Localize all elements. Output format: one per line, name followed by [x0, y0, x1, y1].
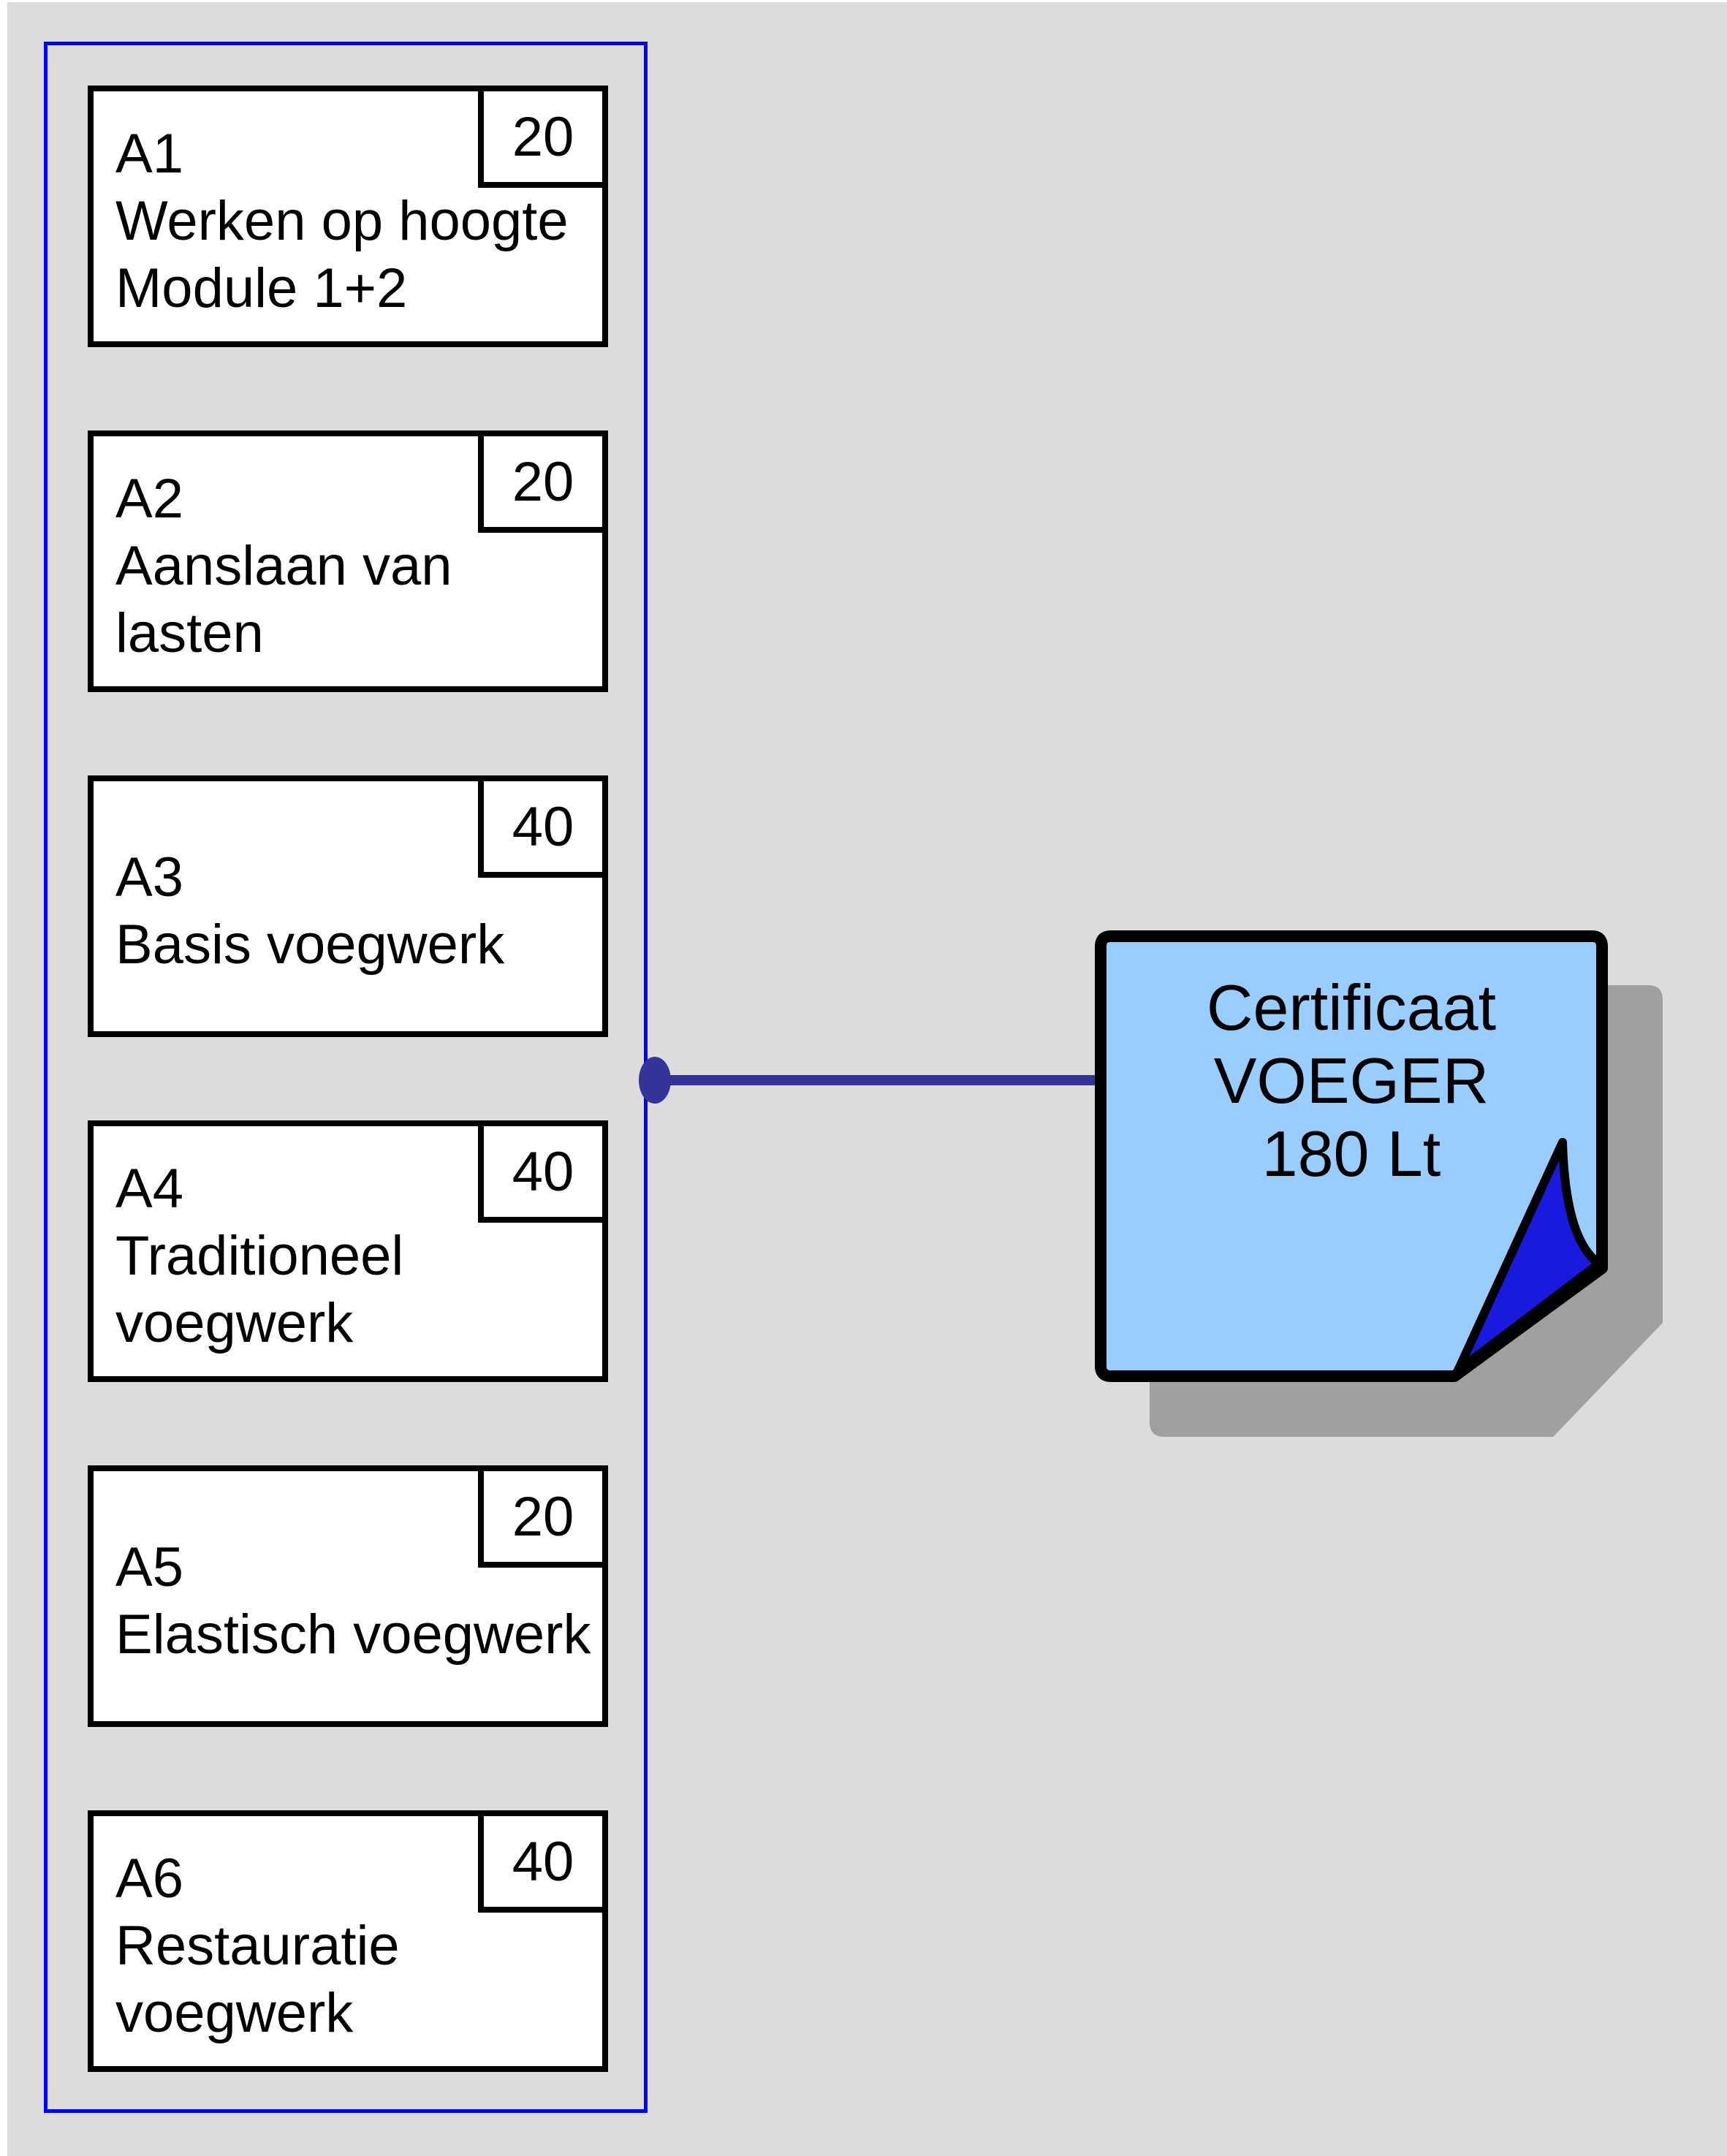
module-id: A3 [115, 846, 183, 908]
module-card-a1: 20 A1 Werken op hoogte Module 1+2 [88, 86, 608, 347]
module-title-line: Aanslaan van [115, 535, 452, 597]
module-id: A4 [115, 1158, 183, 1220]
module-title-line: Module 1+2 [115, 257, 408, 319]
hours-badge: 20 [478, 1465, 608, 1568]
hours-badge: 40 [478, 1810, 608, 1913]
module-text: A2 Aanslaan van lasten [94, 436, 602, 686]
module-id: A1 [115, 123, 183, 185]
diagram-canvas: 20 A1 Werken op hoogte Module 1+2 20 A2 … [7, 2, 1727, 2156]
module-title-line: voegwerk [115, 1982, 354, 2044]
hours-value: 40 [512, 1140, 574, 1203]
hours-badge: 20 [478, 86, 608, 188]
module-title-line: Basis voegwerk [115, 914, 505, 976]
module-title-line: Werken op hoogte [115, 190, 569, 252]
connector-line [650, 1075, 1107, 1085]
note-body [1095, 930, 1608, 1382]
module-text: A5 Elastisch voegwerk [94, 1471, 602, 1721]
hours-badge: 20 [478, 430, 608, 533]
module-text: A6 Restauratie voegwerk [94, 1816, 602, 2066]
module-text: A3 Basis voegwerk [94, 781, 602, 1031]
hours-value: 20 [512, 450, 574, 513]
connector-junction-dot [639, 1057, 671, 1104]
module-card-a2: 20 A2 Aanslaan van lasten [88, 430, 608, 692]
module-title-line: voegwerk [115, 1292, 354, 1354]
hours-value: 20 [512, 1485, 574, 1548]
hours-badge: 40 [478, 775, 608, 878]
module-id: A6 [115, 1848, 183, 1910]
certificate-note [1095, 930, 1663, 1437]
module-card-a3: 40 A3 Basis voegwerk [88, 775, 608, 1037]
hours-value: 40 [512, 795, 574, 858]
hours-value: 40 [512, 1830, 574, 1893]
module-id: A2 [115, 468, 183, 530]
module-title-line: Restauratie [115, 1915, 400, 1977]
hours-value: 20 [512, 105, 574, 168]
certificate-label: Certificaat VOEGER 180 Lt [1104, 945, 1599, 1191]
modules-panel: 20 A1 Werken op hoogte Module 1+2 20 A2 … [44, 42, 648, 2113]
module-text: A4 Traditioneel voegwerk [94, 1126, 602, 1376]
folded-corner [1454, 1138, 1603, 1375]
certificate-line: VOEGER [1213, 1044, 1489, 1117]
module-title-line: lasten [115, 602, 264, 664]
module-card-a5: 20 A5 Elastisch voegwerk [88, 1465, 608, 1727]
module-card-a4: 40 A4 Traditioneel voegwerk [88, 1120, 608, 1382]
module-id: A5 [115, 1536, 183, 1598]
hours-badge: 40 [478, 1120, 608, 1223]
module-card-a6: 40 A6 Restauratie voegwerk [88, 1810, 608, 2072]
module-text: A1 Werken op hoogte Module 1+2 [94, 91, 602, 341]
certificate-line: 180 Lt [1261, 1117, 1441, 1190]
module-title-line: Elastisch voegwerk [115, 1603, 591, 1666]
module-title-line: Traditioneel [115, 1225, 404, 1287]
certificate-line: Certificaat [1206, 971, 1497, 1044]
